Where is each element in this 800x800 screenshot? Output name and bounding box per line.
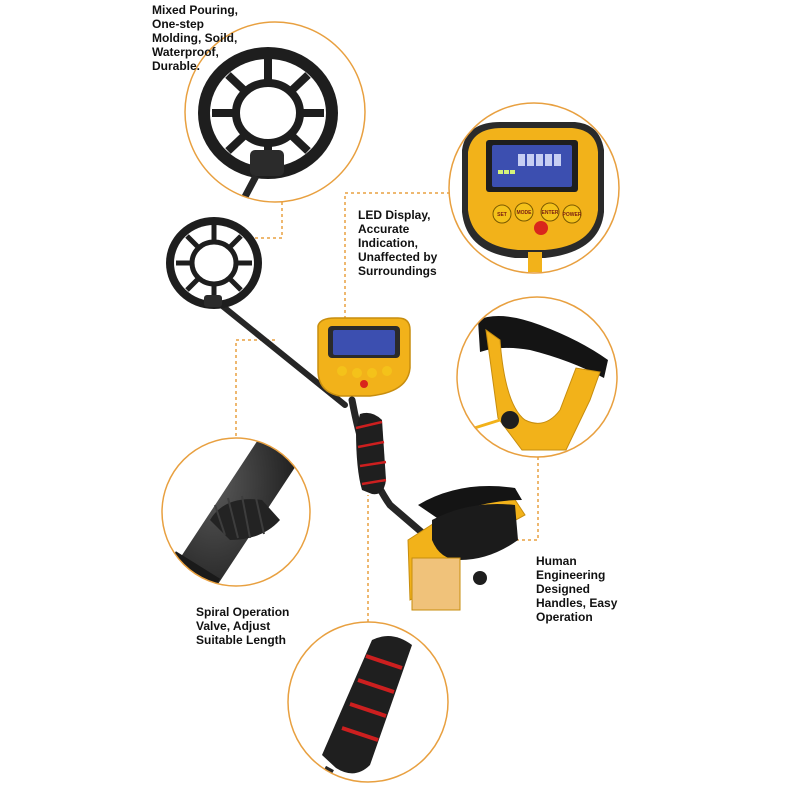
connector-display — [344, 192, 450, 325]
button-enter-label: ENTER — [542, 210, 559, 216]
caption-coil: Mixed Pouring, One-step Molding, Soild, … — [152, 3, 239, 73]
arm-cuff — [407, 486, 526, 611]
foam-grip — [355, 412, 387, 495]
detail-valve — [161, 437, 311, 587]
search-coil — [166, 217, 262, 309]
detail-cuff — [456, 296, 618, 458]
button-power-label: POWER — [563, 212, 582, 218]
control-box — [317, 317, 411, 397]
connector-coil — [245, 202, 283, 239]
caption-handle: Human Engineering Designed Handles, Easy… — [536, 554, 618, 624]
caption-led-display: LED Display, Accurate Indication, Unaffe… — [358, 208, 438, 278]
detail-coil — [184, 21, 366, 203]
detail-display: SET MODE ENTER POWER — [448, 102, 620, 274]
detail-grip — [287, 621, 449, 783]
metal-detector — [166, 217, 526, 611]
caption-spiral-valve: Spiral Operation Valve, Adjust Suitable … — [196, 605, 290, 647]
button-mode-label: MODE — [517, 210, 533, 216]
button-set-label: SET — [497, 212, 507, 218]
connector-valve — [235, 339, 276, 436]
